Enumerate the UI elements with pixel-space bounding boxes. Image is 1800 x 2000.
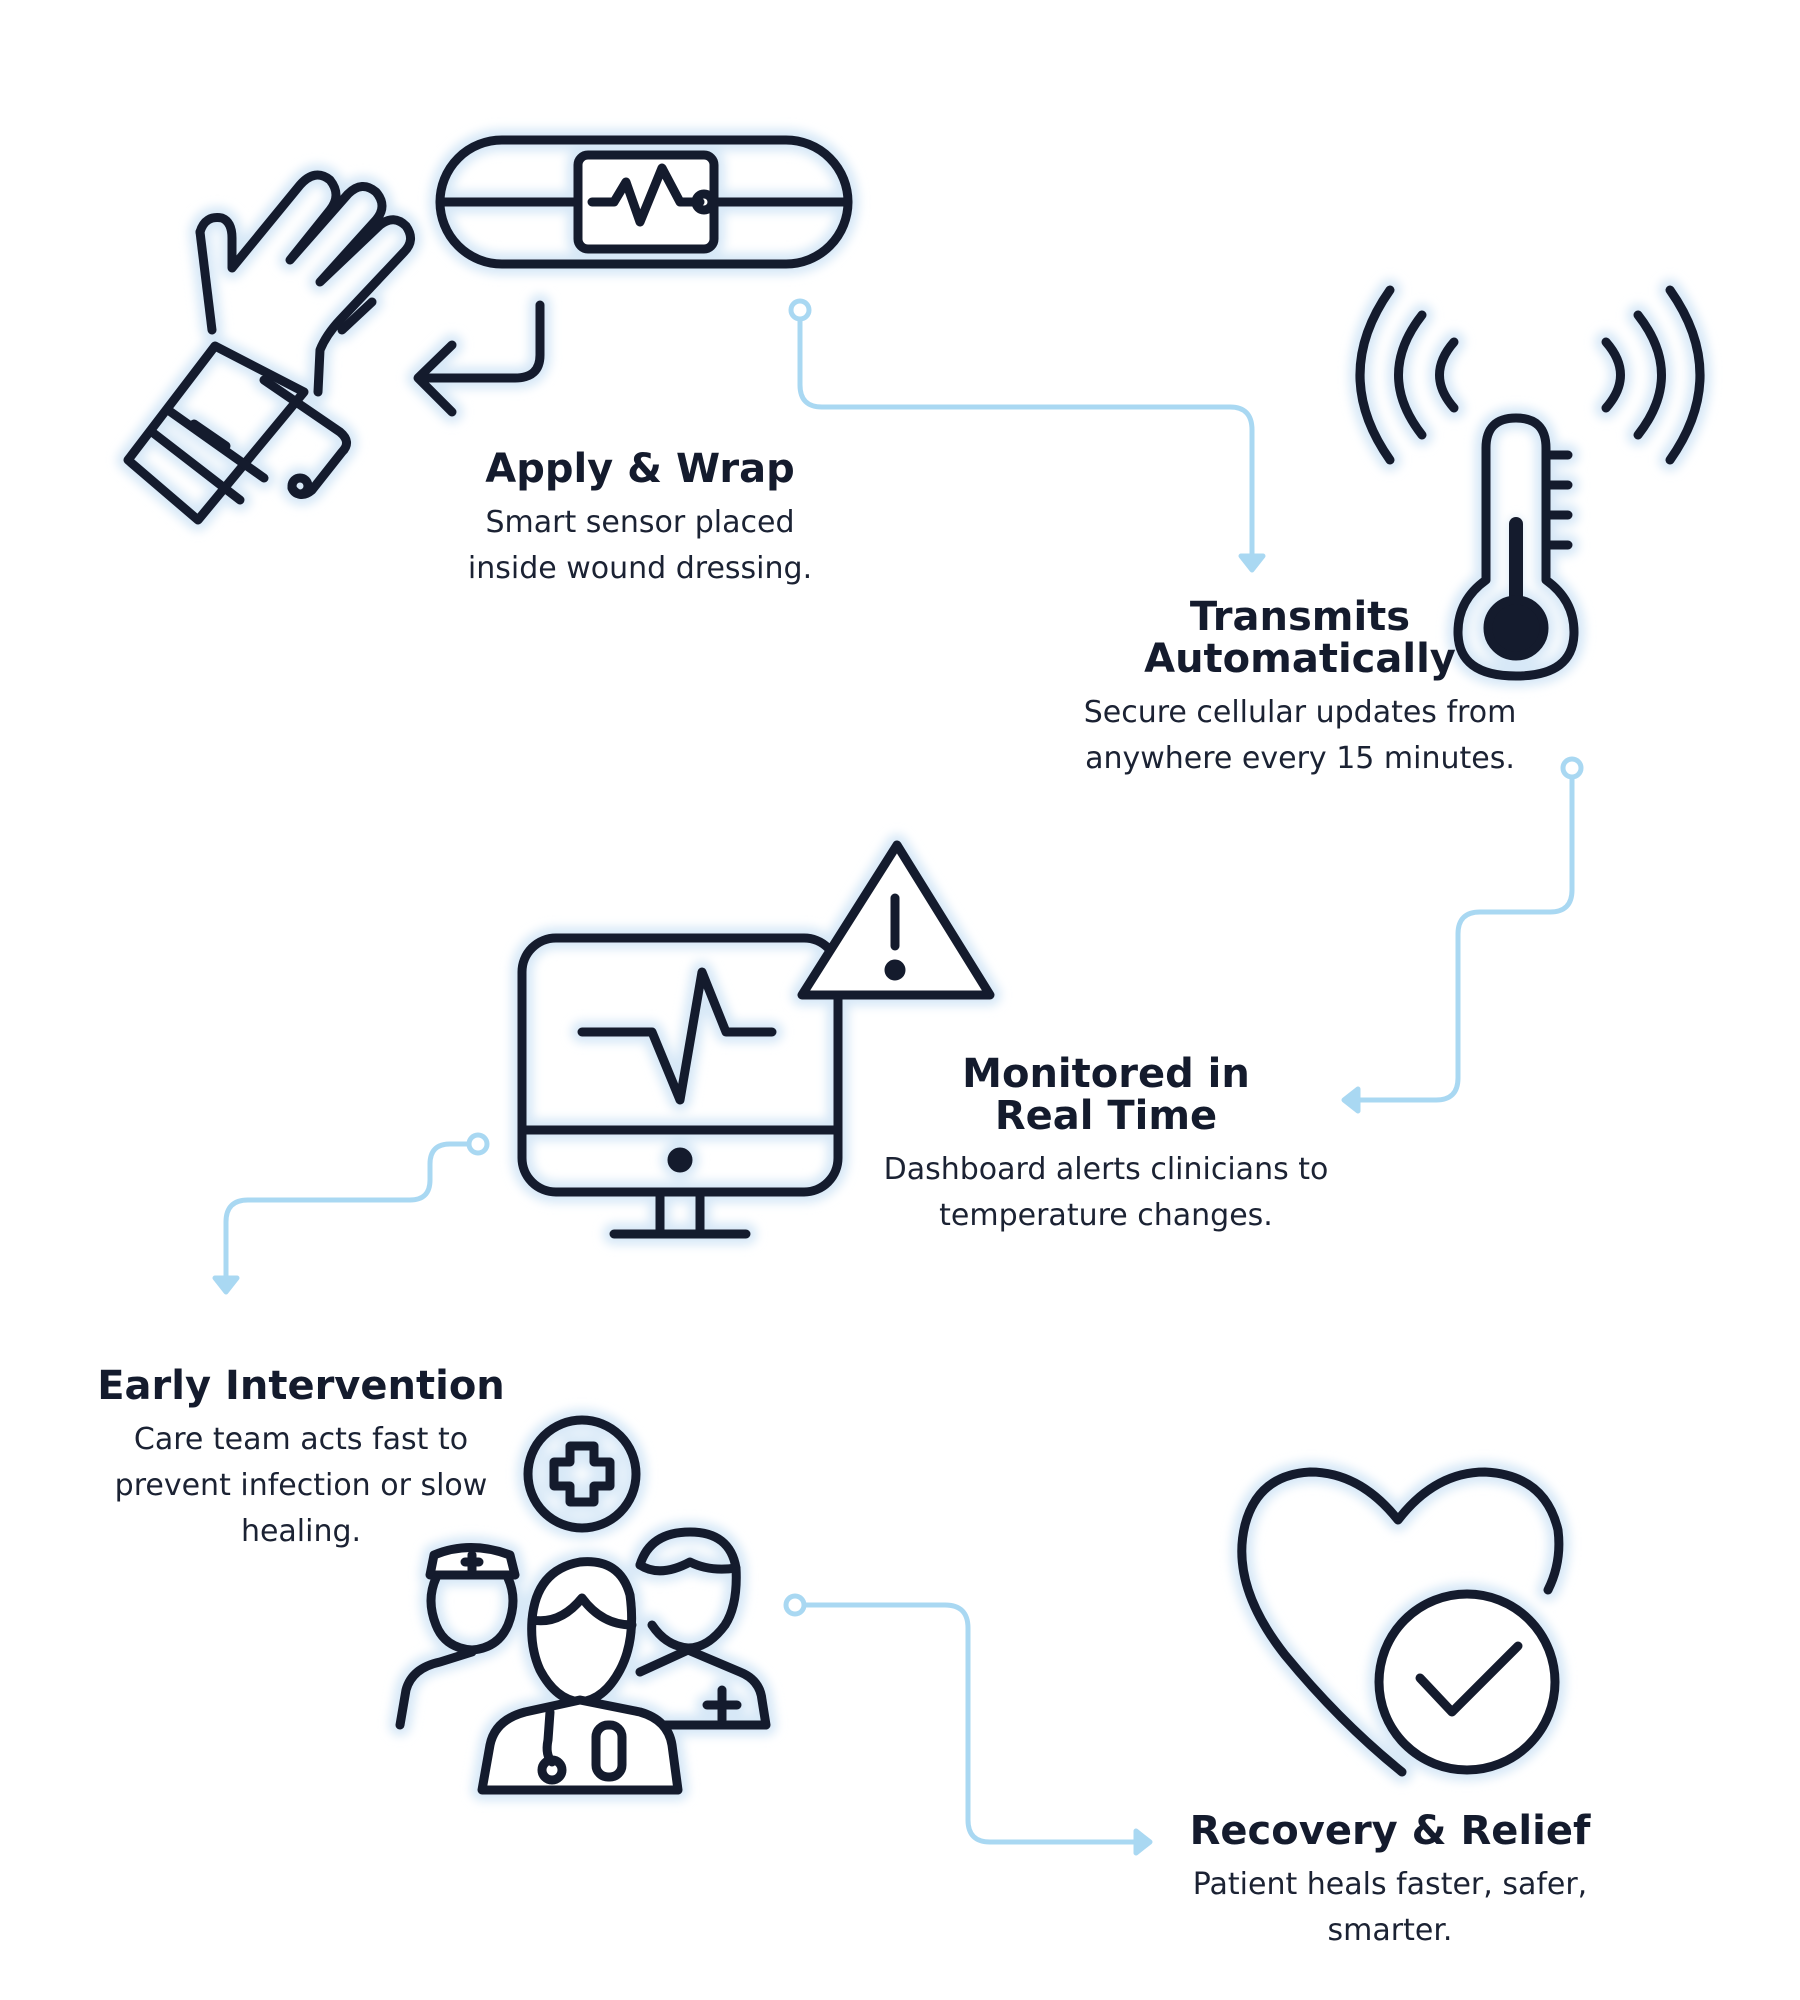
connector-3-to-4	[212, 1132, 490, 1295]
step-description: Patient heals faster, safer, smarter.	[1192, 1867, 1588, 1948]
step-description: Secure cellular updates from anywhere ev…	[1083, 695, 1517, 776]
connector-4-to-5	[783, 1593, 1153, 1856]
step-title: Apply & Wrap	[485, 446, 795, 492]
connectors	[212, 298, 1584, 1856]
step-apply-wrap: Apply & Wrap Smart sensor placed inside …	[400, 448, 880, 592]
step-title: Monitored in Real Time	[962, 1051, 1250, 1139]
step-early-intervention: Early Intervention Care team acts fast t…	[96, 1365, 506, 1555]
step-title: Transmits Automatically	[1144, 594, 1456, 682]
step-description: Care team acts fast to prevent infection…	[114, 1422, 488, 1549]
connector-1-to-2	[788, 298, 1266, 573]
step-description: Smart sensor placed inside wound dressin…	[467, 505, 813, 586]
step-description: Dashboard alerts clinicians to temperatu…	[883, 1152, 1329, 1233]
step-monitored: Monitored in Real Time Dashboard alerts …	[866, 1053, 1346, 1239]
step-title: Early Intervention	[97, 1363, 505, 1409]
step-transmits: Transmits Automatically Secure cellular …	[1060, 596, 1540, 782]
connector-2-to-3	[1341, 756, 1584, 1114]
step-title: Recovery & Relief	[1189, 1808, 1591, 1854]
step-recovery: Recovery & Relief Patient heals faster, …	[1160, 1810, 1620, 1954]
